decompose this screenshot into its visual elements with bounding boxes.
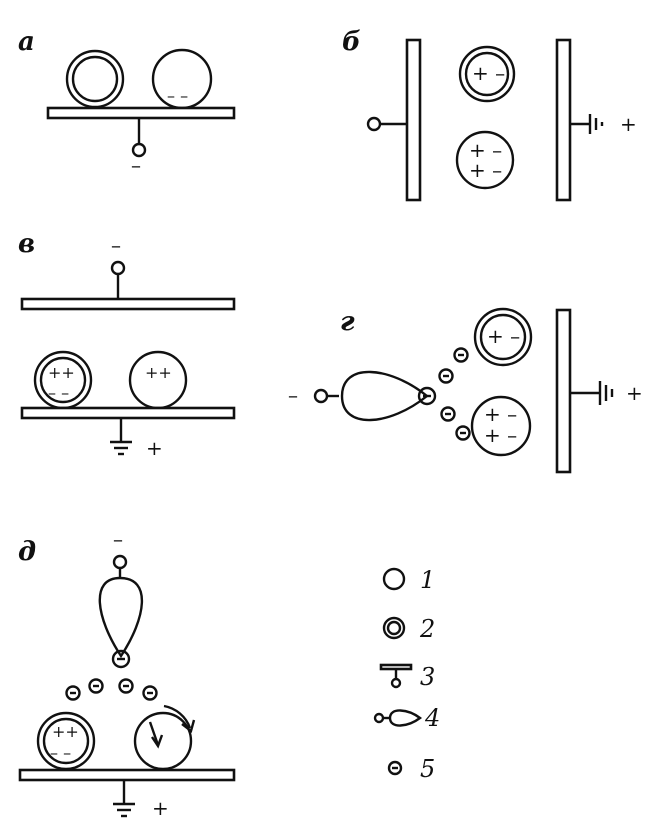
ball-charge: – –	[167, 86, 188, 105]
ground-sign: +	[146, 436, 163, 460]
corona-electrode-icon	[373, 709, 423, 727]
legend-number: 2	[419, 615, 435, 643]
coated-ball-icon	[382, 616, 406, 640]
coated-ball-bottom-charge: – –	[50, 743, 71, 762]
ball-bottom-charge-1: + –	[469, 138, 502, 162]
legend-number: 4	[424, 704, 440, 732]
panel-a-label: а	[18, 27, 35, 57]
coated-ball	[65, 49, 125, 109]
terminal-icon	[313, 388, 329, 404]
ball-top-charge: + –	[472, 61, 505, 85]
ion-icon	[417, 386, 437, 406]
coated-ball	[458, 45, 516, 103]
terminal-icon	[366, 116, 382, 132]
legend-number: 5	[420, 755, 435, 783]
plate-electrode-icon	[379, 663, 413, 689]
right-plate-electrode	[555, 38, 572, 202]
terminal-icon	[131, 142, 147, 158]
terminal-icon	[110, 260, 126, 276]
ground-icon	[110, 418, 132, 456]
terminal-icon	[112, 554, 128, 570]
panel-g: г – + – + – + – +	[288, 307, 643, 474]
electrode-sign: –	[288, 383, 298, 407]
ball-bottom-charge-2: + –	[484, 423, 517, 447]
ion-icon	[387, 760, 403, 776]
electrode-sign: –	[131, 153, 141, 177]
plate-electrode	[18, 768, 236, 782]
plain-ball-icon	[382, 567, 406, 591]
ion-minus-marks	[70, 353, 466, 770]
ground-icon	[113, 780, 135, 818]
rotation-arrow-icon	[148, 704, 196, 749]
ion-icon	[440, 406, 456, 422]
coated-ball-top-charge: ++	[48, 363, 75, 382]
coated-ball-top-charge: ++	[52, 722, 79, 741]
left-plate-electrode	[405, 38, 422, 202]
panel-g-label: г	[340, 307, 355, 337]
ground-sign: +	[626, 381, 643, 405]
legend-number: 1	[420, 566, 435, 594]
ion-icon	[118, 678, 134, 694]
ground-icon	[570, 114, 604, 134]
upper-plate-electrode	[20, 297, 236, 311]
ground-sign: +	[620, 112, 637, 136]
panel-d: д – ++ – – +	[18, 527, 236, 820]
ground-sign: +	[152, 796, 169, 820]
plate-electrode	[555, 308, 572, 474]
lower-plate-electrode	[20, 406, 236, 420]
corona-electrode	[98, 576, 144, 659]
ion-icon	[88, 678, 104, 694]
ion-icon	[453, 347, 469, 363]
plain-ball	[455, 130, 515, 190]
ground-icon	[570, 381, 614, 405]
panel-a: а – – –	[18, 27, 236, 177]
electrode-sign: –	[113, 527, 123, 551]
ion-icon	[455, 425, 471, 441]
legend-item: 1	[382, 566, 435, 594]
coated-ball-bottom-charge: – –	[48, 383, 69, 402]
panel-d-label: д	[18, 537, 36, 567]
plain-ball	[470, 395, 532, 457]
panel-v-label: в	[18, 229, 35, 259]
panel-v: в – ++ – – ++ +	[18, 229, 236, 460]
plain-ball	[133, 711, 193, 771]
coated-ball	[473, 307, 533, 367]
legend-item: 2	[382, 615, 435, 643]
ion-icon	[142, 685, 158, 701]
plate-electrode	[46, 106, 236, 120]
ball-charge: ++	[145, 363, 172, 382]
legend: 1 2 3 4 5	[373, 566, 440, 783]
electrode-sign: –	[111, 233, 121, 257]
ion-icon	[111, 649, 131, 669]
ion-icon	[65, 685, 81, 701]
panel-b: б + – + – + – +	[342, 27, 637, 202]
ball-top-charge: + –	[487, 324, 520, 348]
ball-bottom-charge-2: + –	[469, 158, 502, 182]
ion-icon	[438, 368, 454, 384]
legend-number: 3	[420, 663, 435, 691]
ball-bottom-charge-1: + –	[484, 402, 517, 426]
panel-b-label: б	[342, 27, 361, 57]
corona-electrode	[340, 370, 429, 422]
